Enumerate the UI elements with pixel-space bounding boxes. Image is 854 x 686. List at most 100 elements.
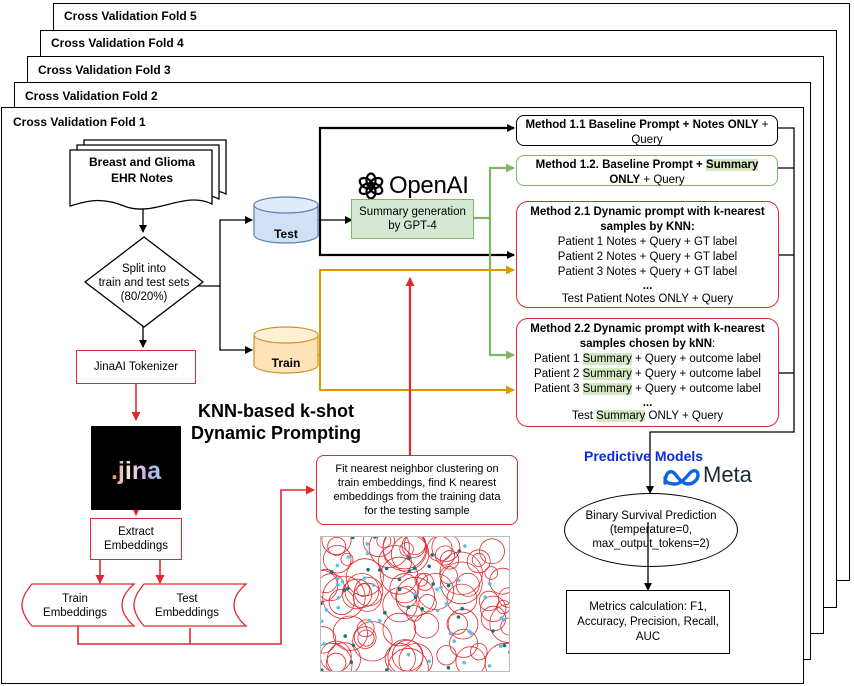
train-db-label: Train xyxy=(271,356,301,370)
jina-logo-icon: .jina xyxy=(91,426,181,510)
knn-point xyxy=(340,579,345,584)
knn-circle xyxy=(399,542,414,557)
knn-point xyxy=(406,605,411,610)
knn-circle xyxy=(378,545,412,579)
method-2-2-line: Patient 2 Summary + Query + outcome labe… xyxy=(523,367,772,382)
knn-circle xyxy=(323,545,352,574)
knn-point xyxy=(444,602,449,606)
method-1-1-query: Query xyxy=(631,134,663,146)
fold-title: Cross Validation Fold 2 xyxy=(25,89,158,103)
knn-point xyxy=(383,610,387,615)
last-b: ONLY + Query xyxy=(645,410,724,422)
knn-point xyxy=(435,608,440,613)
knn-point xyxy=(420,607,424,611)
train-emb-line-1: Train xyxy=(62,593,88,605)
knn-point xyxy=(366,567,370,572)
knn-point xyxy=(501,618,506,622)
fit-line-2: train embeddings, find K nearest xyxy=(337,477,497,489)
knn-point xyxy=(457,549,462,553)
knn-circle xyxy=(446,613,468,635)
method-2-2-title-2: samples chosen by kNN xyxy=(579,338,713,350)
knn-point xyxy=(463,544,467,548)
knn-circle xyxy=(322,575,366,620)
knn-point xyxy=(335,563,340,568)
knn-circle xyxy=(426,537,453,562)
train-emb-line-2: Embeddings xyxy=(43,607,107,619)
knn-point xyxy=(324,608,329,612)
knn-point xyxy=(351,643,356,648)
method-2-2-title-1: Method 2.2 Dynamic prompt with k-nearest xyxy=(530,323,765,335)
knn-circle xyxy=(484,642,509,671)
knn-point xyxy=(439,585,443,590)
split-line-1: Split into xyxy=(121,263,167,275)
knn-circle xyxy=(328,589,355,616)
test-embeddings-label: Test Embeddings xyxy=(134,592,240,620)
metrics-box: Metrics calculation: F1, Accuracy, Preci… xyxy=(566,590,730,654)
test-db-label: Test xyxy=(274,227,298,241)
knn-point xyxy=(346,555,351,559)
knn-point xyxy=(397,587,402,591)
knn-point xyxy=(351,537,355,540)
method-1-2-only: ONLY xyxy=(609,174,641,186)
knn-circle xyxy=(489,567,509,595)
knn-point xyxy=(378,618,382,623)
knn-point xyxy=(336,583,340,587)
knn-circle xyxy=(480,595,507,622)
knn-circle xyxy=(321,626,337,654)
knn-point xyxy=(491,629,495,633)
knn-point xyxy=(456,615,461,619)
knn-circle xyxy=(368,537,410,568)
knn-circle xyxy=(431,537,461,562)
split-label: Split into train and test sets (80/20%) xyxy=(73,262,215,304)
knn-circle xyxy=(389,573,420,604)
method-2-1-line: Patient 1 Notes + Query + GT label xyxy=(557,236,738,248)
knn-circle xyxy=(326,642,361,671)
knn-circle xyxy=(413,612,440,639)
knn-cluster-figure xyxy=(320,536,510,672)
knn-circle xyxy=(484,566,499,580)
knn-circle xyxy=(470,642,488,661)
openai-logo-icon xyxy=(358,172,384,200)
fit-line-1: Fit nearest neighbor clustering on xyxy=(335,463,499,475)
knn-point xyxy=(384,566,389,571)
knn-circle xyxy=(471,552,486,567)
knn-point xyxy=(435,587,439,592)
train-database-icon xyxy=(253,326,319,374)
metrics-line-1: Metrics calculation: F1, xyxy=(589,600,707,613)
extract-embeddings-box: Extract Embeddings xyxy=(90,518,182,560)
patient-label: Patient 1 xyxy=(534,353,583,365)
knn-point xyxy=(427,659,432,664)
method-1-2-query: + Query xyxy=(640,174,685,186)
meta-wordmark: Meta xyxy=(703,462,752,487)
knn-point xyxy=(483,595,487,599)
knn-circle xyxy=(321,537,352,555)
knn-point xyxy=(362,576,367,580)
knn-point xyxy=(397,577,402,582)
knn-circle xyxy=(321,570,339,602)
predictive-models-label: Predictive Models xyxy=(584,448,704,464)
knn-circle xyxy=(440,550,460,570)
knn-circle xyxy=(353,577,384,607)
knn-point xyxy=(367,618,372,623)
knn-point xyxy=(321,668,324,671)
method-1-2-title: Method 1.2. Baseline Prompt + xyxy=(535,159,706,171)
method-1-1-sep: + xyxy=(758,119,769,131)
method-2-2-colon: : xyxy=(712,338,716,350)
knn-circle xyxy=(479,538,505,565)
knn-point xyxy=(508,650,509,654)
knn-point xyxy=(365,551,370,556)
knn-point xyxy=(336,596,341,600)
knn-circle xyxy=(362,537,395,557)
knn-point xyxy=(448,631,453,635)
knn-circle xyxy=(357,629,375,647)
fit-knn-box: Fit nearest neighbor clustering on train… xyxy=(316,455,518,525)
extract-line-2: Embeddings xyxy=(104,540,168,552)
knn-point xyxy=(321,601,323,606)
knn-circle xyxy=(353,626,377,649)
split-diamond xyxy=(83,236,205,328)
fold-title: Cross Validation Fold 3 xyxy=(38,63,171,77)
summary-highlight: Summary xyxy=(582,353,632,365)
knn-point xyxy=(342,588,347,592)
method-2-1-ellipsis: ... xyxy=(642,280,653,292)
